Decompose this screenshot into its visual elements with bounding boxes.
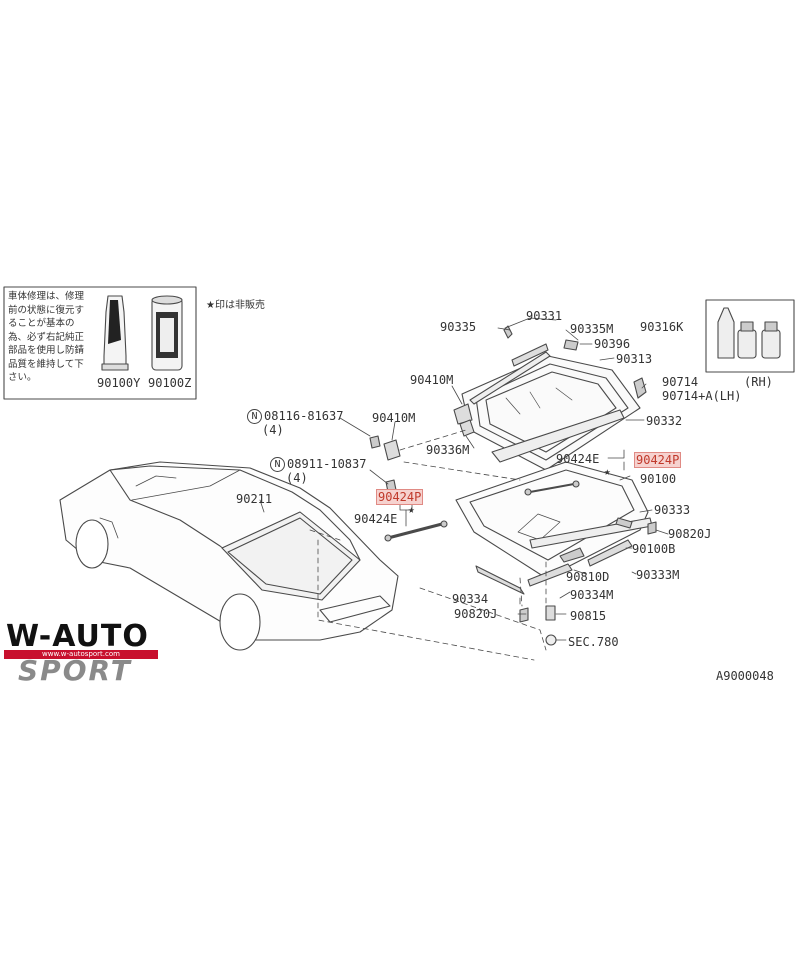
label-90100y: 90100Y bbox=[97, 376, 141, 390]
hatch-stay-left bbox=[386, 522, 444, 540]
label-90714a-lh: 90714+A(LH) bbox=[662, 389, 742, 403]
label-90714: 90714 bbox=[662, 375, 699, 389]
label-90820j-left: 90820J bbox=[454, 607, 498, 621]
kit-bottles bbox=[717, 307, 781, 359]
label-90335: 90335 bbox=[440, 320, 477, 334]
label-90820j-right: 90820J bbox=[668, 527, 712, 541]
label-08911-qty: (4) bbox=[286, 471, 308, 485]
label-90313: 90313 bbox=[616, 352, 653, 366]
dashed-guides bbox=[309, 429, 547, 661]
label-90335m: 90335M bbox=[570, 322, 614, 336]
non-sale-legend: ★印は非販売 bbox=[206, 300, 265, 311]
sealant-tube-90100y bbox=[101, 295, 129, 371]
label-90316k: 90316K bbox=[640, 320, 684, 334]
label-90100: 90100 bbox=[640, 472, 677, 486]
spray-can-90100z bbox=[151, 295, 183, 371]
note-frame bbox=[3, 286, 197, 400]
label-90100b: 90100B bbox=[632, 542, 676, 556]
label-08911-10837: 08911-10837 bbox=[287, 457, 367, 471]
leader-lines bbox=[259, 317, 669, 641]
label-90334m: 90334M bbox=[570, 588, 614, 602]
label-90810d: 90810D bbox=[566, 570, 610, 584]
label-90424e-left: 90424E bbox=[354, 512, 398, 526]
label-90100z: 90100Z bbox=[148, 376, 192, 390]
label-90424p-left: 90424P bbox=[376, 489, 424, 505]
label-08116-qty: (4) bbox=[262, 423, 284, 437]
label-90410m-upper: 90410M bbox=[410, 373, 454, 387]
logo-url-bar: www.w-autosport.com bbox=[4, 650, 158, 659]
label-90714-rh: (RH) bbox=[744, 375, 773, 389]
label-90333: 90333 bbox=[654, 503, 691, 517]
logo-sport: SPORT bbox=[18, 654, 132, 687]
logo-w-auto: W-AUTO bbox=[6, 619, 149, 654]
label-90336m: 90336M bbox=[426, 443, 470, 457]
hatch-door-90100 bbox=[455, 461, 653, 595]
label-90815: 90815 bbox=[570, 609, 607, 623]
label-90396: 90396 bbox=[594, 337, 631, 351]
label-90334: 90334 bbox=[452, 592, 489, 606]
label-sec-780: SEC.780 bbox=[568, 635, 619, 649]
label-90333m: 90333M bbox=[636, 568, 680, 582]
label-90424e-right: 90424E bbox=[556, 452, 600, 466]
star-mark-right: ★ bbox=[604, 465, 611, 478]
label-90410m-lower: 90410M bbox=[372, 411, 416, 425]
repair-note-text: 車体修理は、修理前の状態に復元することが基本の為、必ず右記純正部品を使用し防錆品… bbox=[8, 291, 85, 383]
label-90424p-right: 90424P bbox=[634, 452, 682, 468]
label-90332: 90332 bbox=[646, 414, 683, 428]
diagram-code: A9000048 bbox=[716, 669, 774, 683]
circle-n-icon-1: N bbox=[247, 409, 262, 424]
circle-n-icon-2: N bbox=[270, 457, 285, 472]
kit-frame-90316k bbox=[705, 299, 795, 373]
label-08116-81637: 08116-81637 bbox=[264, 409, 344, 423]
label-90331: 90331 bbox=[526, 309, 563, 323]
hatch-glass-assembly bbox=[453, 325, 647, 471]
car-body bbox=[59, 461, 399, 651]
label-90211: 90211 bbox=[236, 492, 273, 506]
star-mark-left: ★ bbox=[408, 503, 415, 516]
fasteners bbox=[369, 435, 657, 646]
